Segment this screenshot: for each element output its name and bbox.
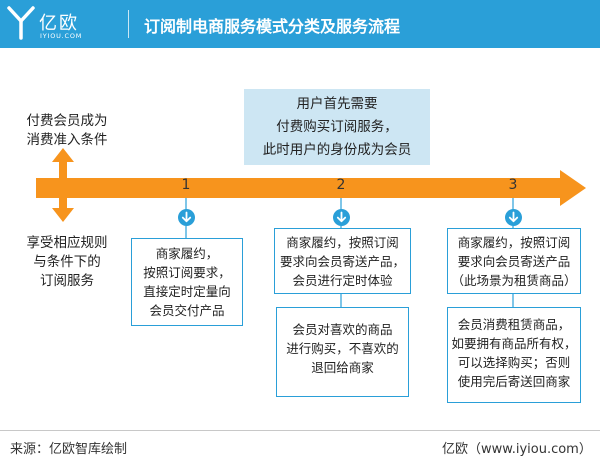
box-line: （此场景为租赁商品） [451,273,577,288]
page-title: 订阅制电商服务模式分类及服务流程 [144,17,401,36]
box-line: 会员消费租赁商品， [457,317,571,332]
left-label-bottom-line: 享受相应规则 [26,235,108,251]
box-line: 如要拥有商品所有权， [451,336,577,351]
box-line: 会员对喜欢的商品 [292,322,393,337]
top-callout-line: 付费购买订阅服务， [276,119,398,135]
down-arrow-icon [178,209,195,226]
timeline-bar [36,178,562,198]
source-note: 来源：亿欧智库绘制 [10,442,128,457]
box-line: 进行购买，不喜欢的 [286,341,399,356]
top-callout-line: 用户首先需要 [296,96,378,112]
logo-text-en: IYIOU.COM [40,32,83,40]
left-label-top-line: 付费会员成为 [26,113,108,129]
left-label-bottom-line: 订阅服务 [40,273,94,289]
step-number-2: 2 [336,177,346,193]
logo: 亿欧 IYIOU.COM [6,5,126,43]
box-line: 会员交付产品 [149,303,225,318]
timeline-arrowhead [560,170,586,206]
box-line: 退回给商家 [311,360,374,375]
box-line: 使用完后寄送回商家 [457,374,571,389]
footer-divider [0,430,600,431]
box-line: 商家履约，按照订阅 [457,235,571,250]
credit-note: 亿欧（www.iyiou.com） [442,442,592,457]
header-bar: 亿欧 IYIOU.COM 订阅制电商服务模式分类及服务流程 [0,0,600,48]
left-label-top: 付费会员成为 消费准入条件 [12,112,122,150]
box-line: 直接定时定量向 [143,284,231,299]
top-callout-line: 此时用户的身份成为会员 [262,142,412,158]
box-line: 商家履约，按照订阅 [286,235,399,250]
header-divider [128,10,129,38]
box-line: 要求向会员寄送产品 [457,254,571,269]
step-number-1: 1 [181,177,191,193]
down-arrow-icon [333,209,350,226]
double-arrow-icon [52,148,74,222]
step-2-box-1: 商家履约，按照订阅 要求向会员寄送产品， 会员进行定时体验 [274,228,411,294]
step-3-box-1: 商家履约，按照订阅 要求向会员寄送产品 （此场景为租赁商品） [447,228,581,294]
left-label-bottom-line: 与条件下的 [33,254,101,270]
box-line: 商家履约， [155,246,219,261]
box-line: 要求向会员寄送产品， [279,254,405,269]
step-2-box-2: 会员对喜欢的商品 进行购买，不喜欢的 退回给商家 [276,307,409,397]
box-line: 可以选择购买；否则 [457,355,571,370]
step-1-box: 商家履约， 按照订阅要求， 直接定时定量向 会员交付产品 [131,238,243,326]
step-number-3: 3 [508,177,518,193]
down-arrow-icon [505,209,522,226]
logo-icon [7,6,35,40]
box-line: 按照订阅要求， [143,265,231,280]
left-label-top-line: 消费准入条件 [26,132,108,148]
left-label-bottom: 享受相应规则 与条件下的 订阅服务 [12,234,122,291]
box-line: 会员进行定时体验 [292,273,393,288]
step-3-box-2: 会员消费租赁商品， 如要拥有商品所有权， 可以选择购买；否则 使用完后寄送回商家 [447,307,581,403]
top-callout-box: 用户首先需要 付费购买订阅服务， 此时用户的身份成为会员 [244,89,430,165]
logo-text-cn: 亿欧 [39,13,79,34]
